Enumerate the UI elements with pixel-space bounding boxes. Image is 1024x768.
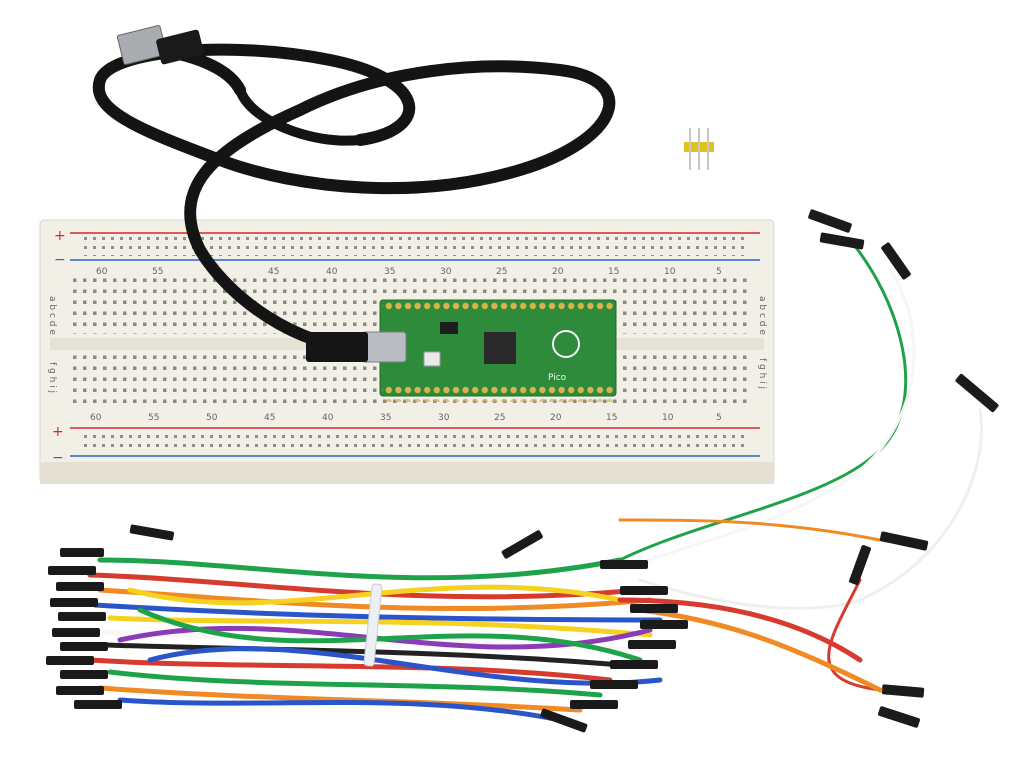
loose-wires-right: [618, 238, 983, 692]
row-letters: a b c d e: [47, 296, 57, 335]
column-number: 5: [716, 413, 722, 423]
usb-a-plug-body: [156, 29, 204, 65]
column-number: 60: [90, 413, 102, 423]
column-number: 35: [380, 413, 391, 423]
bottom-column-numbers: 60 55 50 45 40 35 30 25 20 15 10 5: [90, 413, 722, 423]
column-number: 20: [550, 413, 562, 423]
rp2040-chip: [484, 332, 516, 364]
right-row-letters-top-group: a b c d e: [757, 296, 767, 335]
raspberry-logo-icon: [552, 330, 580, 358]
row-letters: f g h i j: [47, 362, 57, 393]
column-number: 15: [608, 267, 619, 277]
right-row-letters-bottom-group: f g h i j: [757, 358, 767, 389]
wire-connector-tips: [808, 209, 999, 728]
column-number: 50: [206, 413, 218, 423]
top-minus-sign: −: [54, 252, 66, 268]
top-plus-sign: +: [54, 228, 66, 244]
micro-usb-port: [361, 331, 407, 363]
pico-board: Pico: [361, 299, 617, 402]
bottom-plus-sign: +: [52, 424, 64, 440]
pico-bottom-pins: [382, 394, 614, 402]
column-number: 10: [664, 267, 676, 277]
bundle-connector-heads: [46, 524, 688, 733]
column-number: 45: [264, 413, 275, 423]
column-number: 40: [326, 267, 338, 277]
column-number: 55: [148, 413, 159, 423]
cable-tie: [363, 583, 383, 667]
column-number: 25: [496, 267, 507, 277]
jumper-wire-bundle: [87, 557, 883, 723]
row-letters: a b c d e: [757, 296, 767, 335]
column-number: 40: [322, 413, 334, 423]
breadboard-shadow: [40, 462, 774, 484]
pico-top-pads: [382, 300, 614, 312]
column-number: 20: [552, 267, 564, 277]
column-number: 30: [440, 267, 452, 277]
flash-chip: [440, 322, 458, 334]
column-number: 25: [494, 413, 505, 423]
pico-bottom-pads: [382, 384, 614, 396]
bootsel-button: [423, 351, 441, 367]
pico-silkscreen: Pico: [548, 373, 567, 383]
usb-micro-plug-body: [306, 332, 368, 362]
column-number: 10: [662, 413, 674, 423]
column-number: 35: [384, 267, 395, 277]
column-number: 45: [268, 267, 279, 277]
header-pins: [684, 128, 714, 170]
top-power-rail: + −: [54, 228, 760, 268]
column-number: 30: [438, 413, 450, 423]
left-row-letters-top-group: a b c d e: [47, 296, 57, 335]
column-number: 5: [716, 267, 722, 277]
row-letters: f g h i j: [757, 358, 767, 389]
column-number: 15: [606, 413, 617, 423]
column-number: 60: [96, 267, 108, 277]
column-number: 55: [152, 267, 163, 277]
bottom-power-rail: + −: [52, 424, 760, 466]
bottom-minus-sign: −: [52, 450, 64, 466]
left-row-letters-bottom-group: f g h i j: [47, 362, 57, 393]
